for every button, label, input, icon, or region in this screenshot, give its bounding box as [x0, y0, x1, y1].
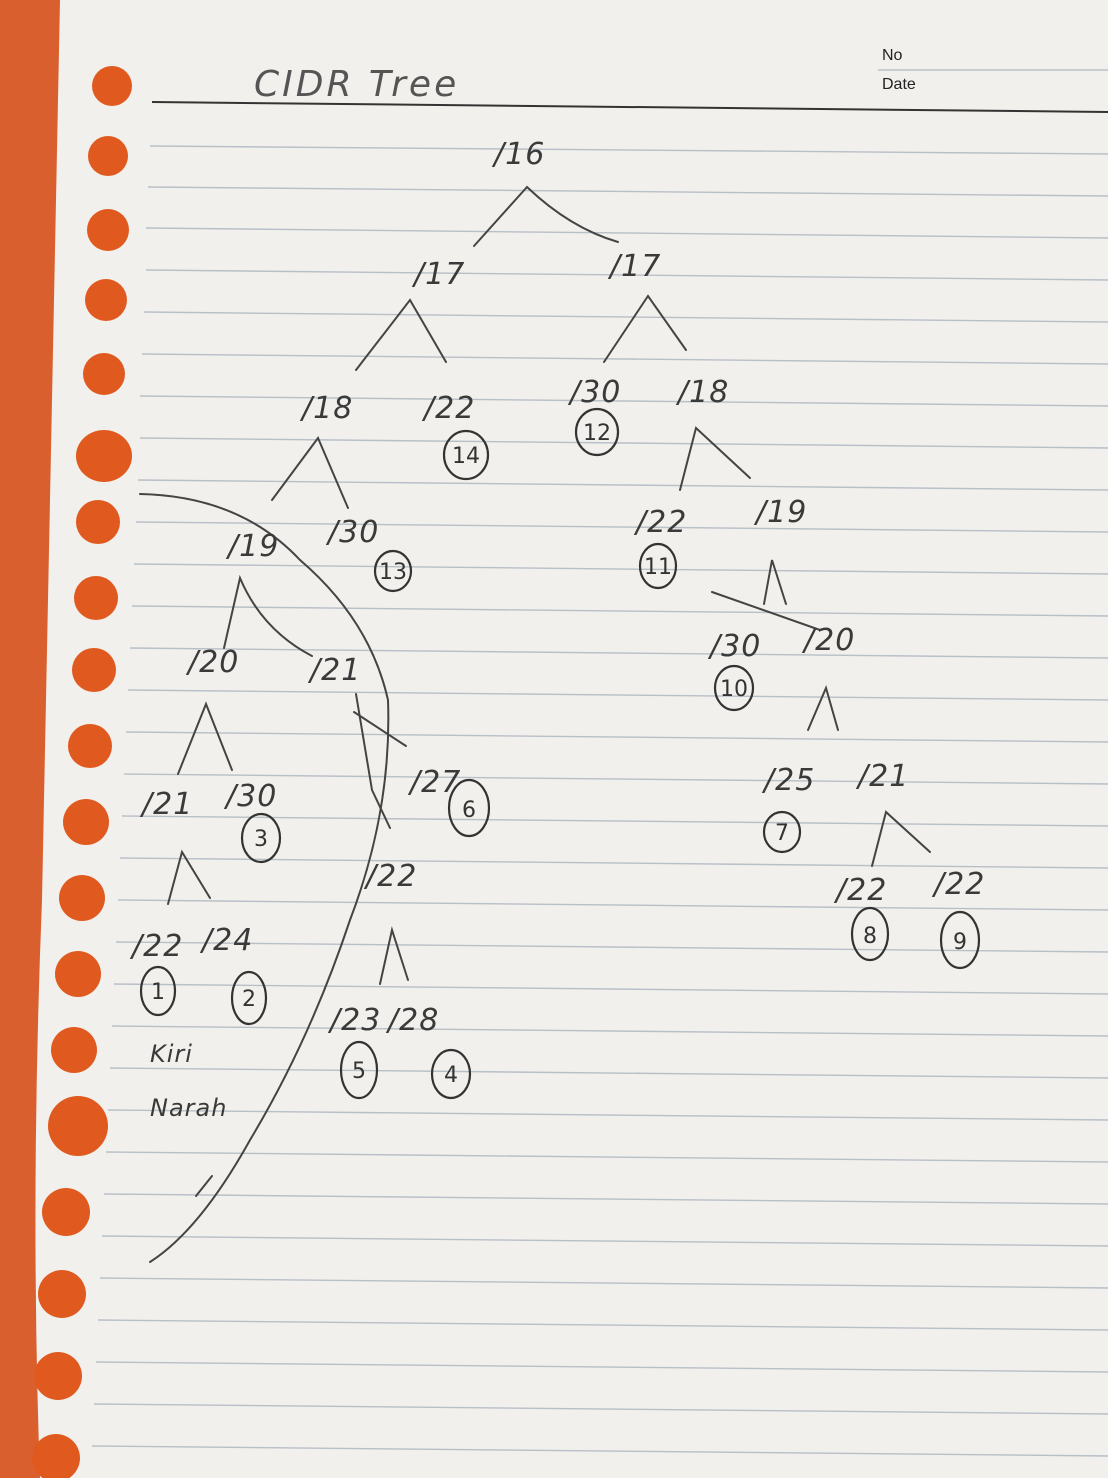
svg-text:14: 14 [452, 444, 480, 469]
prefix-labels: /17 /17 /18 /22 /30 /18 /19 /30 /22 /19 … [129, 249, 985, 1038]
label-28: /28 [385, 1003, 439, 1038]
circle-node-1: 1 [139, 965, 177, 1017]
circle-node-5: 5 [339, 1040, 379, 1100]
svg-text:3: 3 [254, 827, 268, 852]
label-27: /27 [407, 765, 461, 800]
label-23: /23 [327, 1003, 381, 1038]
svg-text:9: 9 [953, 930, 967, 955]
label-22-d: /22 [129, 929, 183, 964]
label-17-left: /17 [411, 257, 465, 292]
header-rule [151, 101, 1108, 113]
circle-node-8: 8 [850, 906, 890, 962]
label-21-right: /21 [855, 759, 909, 794]
label-30-a: /30 [567, 375, 621, 410]
label-19-left: /19 [225, 529, 279, 564]
label-22-e: /22 [833, 873, 887, 908]
svg-text:12: 12 [583, 421, 611, 446]
svg-text:2: 2 [242, 987, 256, 1012]
label-24: /24 [199, 923, 253, 958]
svg-text:10: 10 [720, 677, 748, 702]
circle-node-4: 4 [430, 1048, 472, 1100]
label-17-right: /17 [607, 249, 661, 284]
svg-text:7: 7 [775, 821, 789, 846]
ruled-lines [91, 145, 1108, 1457]
header-date-label: Date [882, 76, 916, 93]
paper-sheet [35, 0, 1108, 1478]
label-19-right: /19 [753, 495, 807, 530]
note-kiri: Kiri [150, 1040, 193, 1068]
circle-node-12: 12 [574, 407, 620, 457]
tree-edges [139, 185, 931, 1263]
circle-node-14: 14 [442, 429, 490, 481]
svg-text:1: 1 [151, 980, 165, 1005]
circle-node-10: 10 [713, 664, 755, 712]
svg-text:5: 5 [352, 1059, 366, 1084]
label-22-a: /22 [421, 391, 475, 426]
svg-text:13: 13 [379, 560, 407, 585]
circle-node-11: 11 [638, 542, 678, 590]
label-20-right: /20 [801, 623, 855, 658]
circle-node-13: 13 [373, 549, 413, 593]
svg-text:8: 8 [863, 924, 877, 949]
label-22-f: /22 [931, 867, 985, 902]
svg-text:11: 11 [644, 555, 672, 580]
label-18-right: /18 [675, 375, 729, 410]
svg-text:6: 6 [462, 798, 476, 823]
circle-node-7: 7 [762, 810, 802, 854]
label-22-c: /22 [363, 859, 417, 894]
label-30-c: /30 [707, 629, 761, 664]
label-30-b: /30 [325, 515, 379, 550]
label-30-d: /30 [223, 779, 277, 814]
circle-node-3: 3 [240, 812, 282, 864]
label-21-left: /21 [307, 653, 361, 688]
label-18-left: /18 [299, 391, 353, 426]
label-25: /25 [761, 763, 815, 798]
circle-node-2: 2 [230, 970, 268, 1026]
root-label: /16 [491, 137, 545, 172]
page-title: CIDR Tree [254, 64, 459, 105]
note-narah: Narah [150, 1094, 227, 1122]
circled-nodes: 14 12 13 11 10 6 3 7 [139, 407, 981, 1100]
header-no-label: No [882, 47, 903, 64]
label-22-b: /22 [633, 505, 687, 540]
circle-node-6: 6 [447, 778, 491, 838]
circle-node-9: 9 [939, 910, 981, 970]
svg-text:4: 4 [444, 1063, 458, 1088]
label-21-bottom: /21 [139, 787, 193, 822]
label-20-left: /20 [185, 645, 239, 680]
binder-holes [32, 66, 132, 1478]
